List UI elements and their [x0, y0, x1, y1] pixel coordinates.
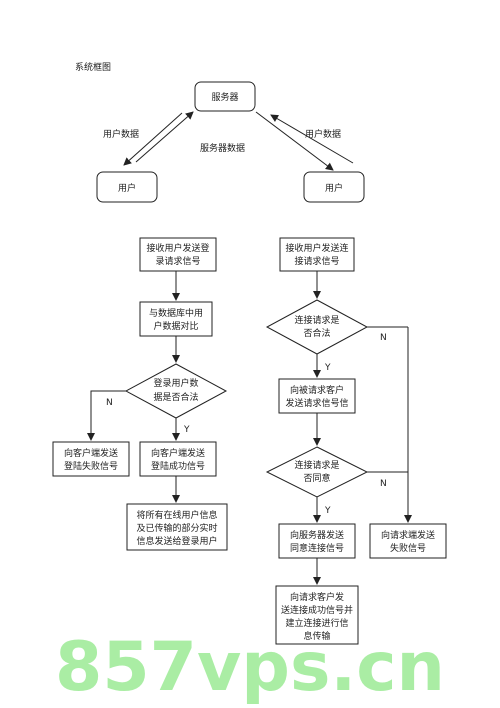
login-receive-line1: 接收用户发送登 [146, 242, 209, 254]
login-fail-line1: 向客户端发送 [64, 447, 118, 459]
login-fail-box [52, 441, 130, 477]
connect-decision2-line1: 连接请求是 [294, 459, 339, 471]
connect-send-request-box [278, 378, 356, 414]
login-send-info-line1: 将所有在线用户信息 [136, 509, 217, 521]
connect-final-line1: 向请求客户发 [290, 591, 344, 603]
connect-yes1-label: Y [324, 363, 331, 373]
login-send-info-line3: 信息发送给登录用户 [136, 535, 217, 547]
login-decision-line1: 登录用户数 [153, 377, 198, 389]
connect-agree-line2: 同意连接信号 [290, 542, 344, 554]
login-compare-box [139, 301, 213, 337]
login-send-info-box [126, 503, 228, 551]
connect-decision1-diamond [265, 299, 369, 355]
user-left-label: 用户 [118, 182, 136, 194]
diagram-title: 系统框图 [75, 61, 111, 73]
login-fail-line2: 登陆失败信号 [64, 460, 118, 472]
connect-decision2-diamond [265, 446, 369, 498]
connect-receive-box [279, 237, 355, 272]
connect-fail-line1: 向请求端发送 [381, 529, 435, 541]
login-no-label: N [106, 398, 113, 408]
arrow-server-to-user-left [123, 112, 183, 166]
login-decision-line2: 据是否合法 [153, 391, 198, 403]
connect-final-line2: 送连接成功信号并 [281, 604, 353, 616]
label-user-data-left: 用户数据 [103, 128, 139, 140]
connect-send-request-line1: 向被请求客户 [290, 384, 344, 396]
login-receive-line2: 录请求信号 [155, 255, 200, 267]
server-box [194, 81, 256, 112]
login-compare-line2: 户数据对比 [153, 320, 198, 332]
login-success-line2: 登陆成功信号 [151, 460, 205, 472]
login-success-line1: 向客户端发送 [151, 447, 205, 459]
connect-fail-box [369, 523, 447, 559]
connect-fail-line2: 失败信号 [390, 542, 426, 554]
arrow-server-to-user-right [255, 111, 334, 171]
connect-decision1-line1: 连接请求是 [294, 314, 339, 326]
connect-final-box [275, 585, 359, 645]
login-yes-label: Y [183, 425, 190, 435]
login-send-info-line2: 及已传输的部分实时 [136, 522, 217, 534]
user-right-box [303, 171, 365, 203]
login-receive-box [139, 237, 217, 272]
connect-send-request-line2: 发送请求信号信 [285, 397, 348, 409]
connect-final-line4: 息传输 [303, 630, 330, 642]
arrow-login-no [87, 390, 126, 441]
server-label: 服务器 [211, 91, 238, 103]
label-server-data: 服务器数据 [200, 142, 245, 154]
watermark-text: 857vps.cn [55, 628, 445, 707]
connect-receive-line2: 接请求信号 [294, 255, 339, 267]
login-success-box [139, 441, 217, 477]
connect-decision1-line2: 否合法 [303, 327, 330, 339]
connect-decision2-line2: 否同意 [303, 472, 330, 484]
connect-final-line3: 建立连接进行信 [285, 617, 348, 629]
connect-no1-label: N [380, 333, 387, 343]
arrow-user-left-to-server [135, 111, 194, 163]
label-user-data-right: 用户数据 [305, 128, 341, 140]
user-left-box [96, 171, 158, 203]
connect-yes2-label: Y [324, 506, 331, 516]
connect-no2-label: N [380, 479, 387, 489]
login-decision-diamond [124, 363, 228, 419]
user-right-label: 用户 [325, 182, 343, 194]
login-compare-line1: 与数据库中用 [149, 307, 203, 319]
connect-agree-line1: 向服务器发送 [290, 529, 344, 541]
connect-receive-line1: 接收用户发送连 [285, 242, 348, 254]
arrow-user-right-to-server [270, 114, 354, 164]
